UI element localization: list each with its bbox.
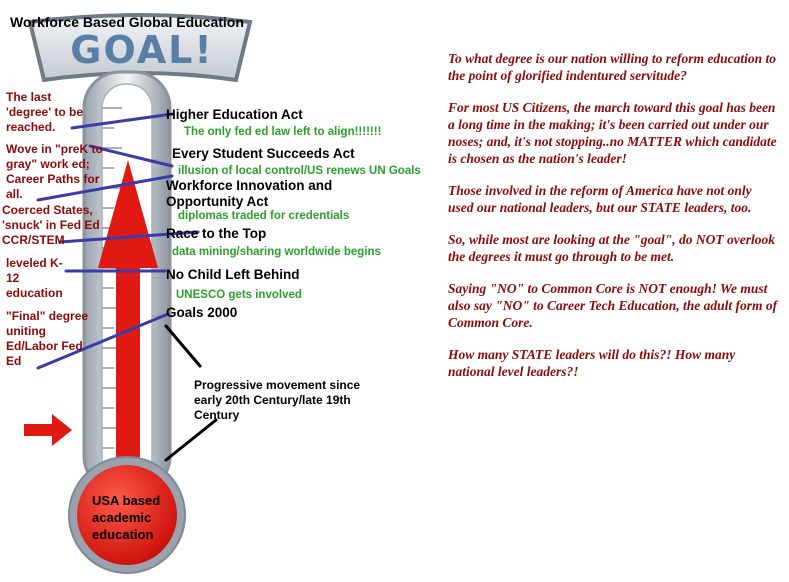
act-no-child-left-behind: No Child Left Behind	[166, 267, 300, 282]
act-workforce-innovation: Workforce Innovation and Opportunity Act	[166, 178, 333, 209]
left-label-coerced-states: Coerced States, 'snuck' in Fed Ed CCR/ST…	[2, 203, 100, 247]
act-goals-2000: Goals 2000	[166, 305, 238, 320]
progressive-movement-label: Progressive movement since early 20th Ce…	[194, 378, 361, 422]
commentary-paragraph: For most US Citizens, the march toward t…	[448, 100, 777, 166]
act-every-student-succeeds: Every Student Succeeds Act	[172, 146, 355, 161]
commentary-paragraph: Saying "NO" to Common Core is NOT enough…	[448, 281, 778, 330]
act-higher-education: Higher Education Act	[166, 107, 303, 122]
side-arrow	[24, 414, 72, 446]
progressive-lines	[164, 324, 218, 462]
left-label-final-degree: "Final" degree uniting Ed/Labor Fed Ed	[6, 309, 89, 368]
goal-sign-label: GOAL!	[70, 28, 214, 72]
mercury-arrow	[98, 160, 158, 480]
note-illusion-local-control: illusion of local control/US renews UN G…	[178, 165, 421, 177]
note-unesco: UNESCO gets involved	[176, 289, 302, 301]
commentary-paragraph: How many STATE leaders will do this?! Ho…	[448, 347, 736, 379]
left-label-prek-to-gray: Wove in "preK to gray" work ed; Career P…	[6, 142, 103, 201]
note-only-fed-ed-law: The only fed ed law left to align!!!!!!!	[184, 126, 382, 138]
thermometer-bulb	[68, 456, 186, 574]
left-label-last-degree: The last 'degree' to be reached.	[6, 90, 84, 134]
bulb-label: USA based academic education	[92, 493, 161, 542]
act-race-to-the-top: Race to the Top	[166, 226, 267, 241]
left-label-leveled-k12: leveled K-12 education	[6, 256, 63, 300]
note-data-mining: data mining/sharing worldwide begins	[172, 246, 381, 258]
commentary-paragraph: So, while most are looking at the "goal"…	[448, 232, 775, 264]
page-title: Workforce Based Global Education	[10, 14, 244, 30]
commentary-paragraph: To what degree is our nation willing to …	[448, 51, 777, 83]
note-diplomas-credentials: diplomas traded for credentials	[178, 210, 350, 222]
goal-sign	[27, 13, 253, 83]
commentary-panel: To what degree is our nation willing to …	[448, 50, 780, 395]
commentary-paragraph: Those involved in the reform of America …	[448, 183, 752, 215]
left-connector-lines	[36, 112, 200, 370]
